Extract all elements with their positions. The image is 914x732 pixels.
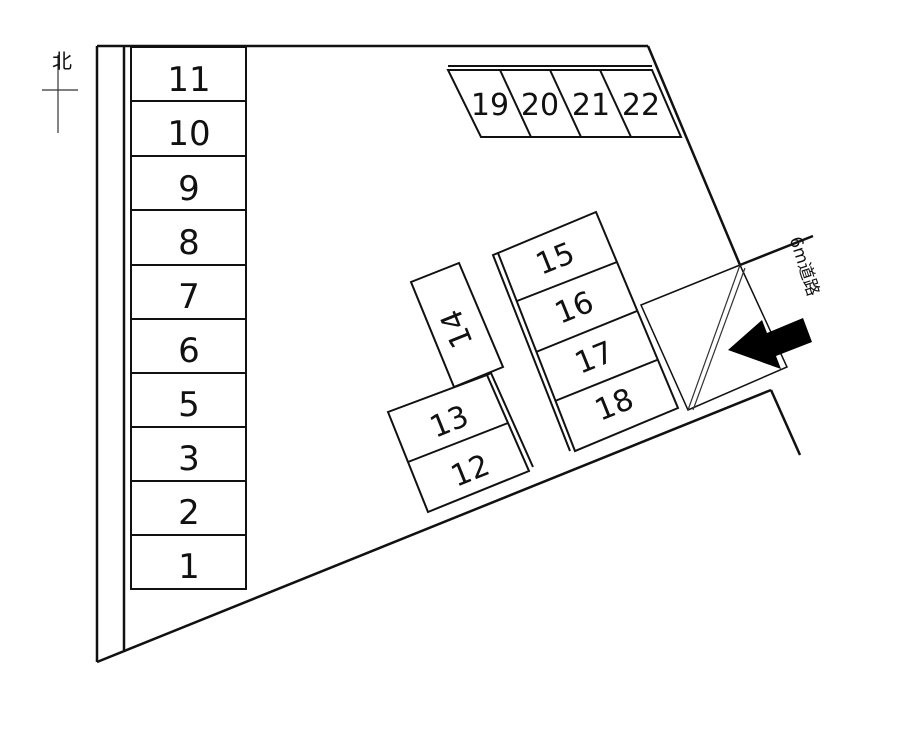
slot-3: 3 — [178, 439, 200, 479]
slot-13-12-group: 13 12 — [386, 371, 534, 514]
slot-8: 8 — [178, 223, 200, 263]
slot-6: 6 — [178, 331, 200, 371]
slot-22: 22 — [622, 88, 660, 123]
slot-5: 5 — [178, 385, 200, 425]
left-column-slots: 11 10 9 8 7 6 5 3 2 1 — [130, 46, 247, 590]
slots-15-18-group: 15 16 17 18 — [491, 210, 680, 453]
slot-1: 1 — [178, 547, 200, 587]
entrance-area — [639, 264, 789, 411]
road-edge-bottom — [769, 389, 802, 456]
slot-20: 20 — [521, 88, 559, 123]
slot-10: 10 — [167, 114, 210, 154]
slot-21: 21 — [572, 88, 610, 123]
north-label: 北 — [52, 49, 72, 73]
slot-14-group: 14 — [409, 261, 505, 389]
slot-9: 9 — [178, 169, 200, 209]
slot-2: 2 — [178, 493, 200, 533]
entrance-arrow-icon — [728, 318, 812, 369]
slot-19: 19 — [471, 88, 509, 123]
slot-11: 11 — [167, 60, 210, 100]
north-indicator: 北 — [42, 49, 78, 133]
road-edge-top — [739, 234, 814, 267]
top-row-slots: 19 20 21 22 — [446, 65, 683, 138]
road-label: 6m道路 — [785, 234, 823, 299]
slot-7: 7 — [178, 277, 200, 317]
